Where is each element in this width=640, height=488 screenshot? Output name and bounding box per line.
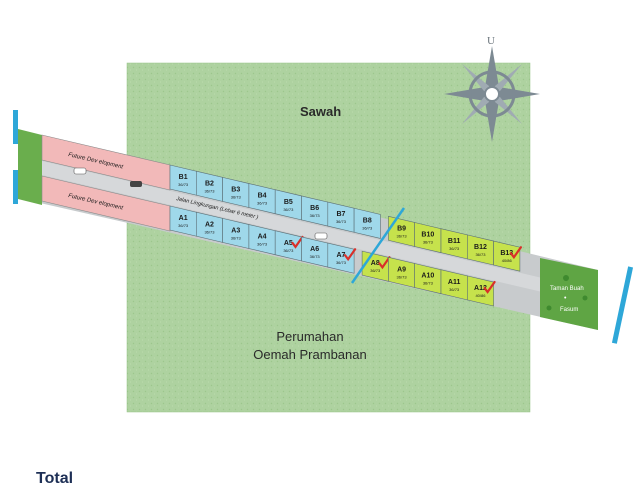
sold-check-icon <box>483 280 496 294</box>
lot-id-label: A7 <box>336 252 345 259</box>
sold-check-icon <box>509 246 522 260</box>
lot-id-label: B10 <box>421 232 434 239</box>
right-gate <box>611 266 634 344</box>
lot-id-label: A12 <box>474 285 487 292</box>
sold-check-icon <box>291 235 304 249</box>
park-label-2: Fasum <box>560 307 578 313</box>
lot-a7[interactable] <box>327 242 355 274</box>
lot-size-label: 36/73 <box>178 182 189 187</box>
lot-id-label: A2 <box>205 221 214 228</box>
lot-size-label: 36/73 <box>449 246 460 251</box>
lot-size-label: 36/73 <box>231 235 242 240</box>
lot-id-label: A5 <box>284 240 293 247</box>
lot-size-label: 36/73 <box>475 252 486 257</box>
lot-size-label: 36/73 <box>257 201 268 206</box>
lot-id-label: A3 <box>231 227 240 234</box>
future-development-bottom <box>41 175 171 232</box>
tree-icon <box>582 295 588 301</box>
lot-size-label: 36/73 <box>423 240 434 245</box>
lot-id-label: B2 <box>205 180 214 187</box>
lot-size-label: 36/73 <box>423 281 434 286</box>
lot-size-label: 36/73 <box>178 223 189 228</box>
left-green-end <box>18 129 42 205</box>
housing-label-line2: Oemah Prambanan <box>253 347 367 362</box>
lot-id-label: A9 <box>397 266 406 273</box>
lot-id-label: B5 <box>284 199 293 206</box>
lot-id-label: B9 <box>397 225 406 232</box>
lot-size-label: 36/73 <box>283 248 294 253</box>
lot-id-label: B13 <box>500 250 513 257</box>
lot-id-label: B1 <box>179 174 188 181</box>
lot-id-label: B12 <box>474 244 487 251</box>
lot-id-label: A4 <box>258 234 267 241</box>
lot-id-label: B4 <box>258 193 267 200</box>
lot-b8[interactable] <box>353 207 381 239</box>
lot-size-label: 36/73 <box>257 242 268 247</box>
lot-size-label: 36/73 <box>336 260 347 265</box>
car-icon <box>130 181 142 187</box>
future-development-top <box>41 134 171 191</box>
lot-id-label: A10 <box>421 273 434 280</box>
lot-size-label: 40/86 <box>502 258 513 263</box>
lot-id-label: A11 <box>448 279 461 286</box>
lot-size-label: 36/73 <box>231 194 242 199</box>
tree-icon <box>563 275 569 281</box>
park-label-dot: • <box>564 295 567 302</box>
compass-rose-icon <box>444 46 540 142</box>
north-letter: U <box>487 35 495 47</box>
lot-size-label: 36/73 <box>336 219 347 224</box>
lot-size-label: 36/73 <box>397 274 408 279</box>
lot-size-label: 36/73 <box>310 254 321 259</box>
lot-size-label: 36/73 <box>370 268 381 273</box>
lot-id-label: B11 <box>448 238 461 245</box>
lot-size-label: 36/73 <box>362 225 373 230</box>
car-icon <box>314 232 328 240</box>
sawah-label: Sawah <box>300 104 342 119</box>
boundary-line <box>350 207 406 284</box>
lot-size-label: 36/73 <box>204 229 215 234</box>
lot-size-label: 36/73 <box>283 207 294 212</box>
lot-id-label: A6 <box>310 246 319 253</box>
lot-id-label: A1 <box>179 215 188 222</box>
lot-id-label: B3 <box>231 186 240 193</box>
lot-size-label: 36/73 <box>204 188 215 193</box>
bottom-partial-title: Total <box>36 470 74 487</box>
lot-id-label: B7 <box>336 211 345 218</box>
park-area <box>540 258 598 330</box>
park-label-1: Taman Buah <box>550 286 584 292</box>
housing-label-line1: Perumahan <box>276 329 344 344</box>
lot-size-label: 36/73 <box>397 233 408 238</box>
lot-id-label: B6 <box>310 205 319 212</box>
tree-icon <box>546 305 552 311</box>
lot-size-label: 40/86 <box>475 293 486 298</box>
sold-check-icon <box>378 256 391 270</box>
left-gate-top <box>13 110 18 144</box>
car-icon <box>73 167 87 175</box>
lot-id-label: A8 <box>371 260 380 267</box>
lot-size-label: 36/73 <box>449 287 460 292</box>
lot-id-label: B8 <box>363 217 372 224</box>
lot-b13[interactable] <box>493 240 521 272</box>
left-gate-bottom <box>13 170 18 204</box>
lot-a12[interactable] <box>466 275 494 307</box>
lot-size-label: 36/73 <box>310 213 321 218</box>
sold-check-icon <box>344 248 357 262</box>
housing-label: Perumahan Oemah Prambanan <box>230 328 390 364</box>
